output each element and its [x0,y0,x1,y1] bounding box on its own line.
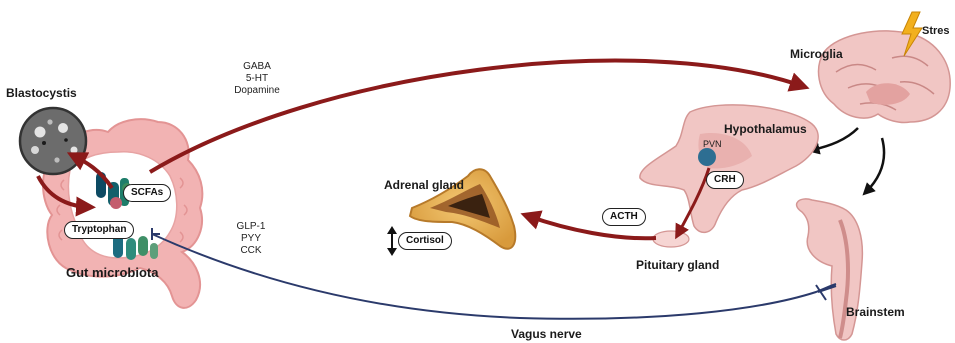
neurotransmitter-5ht: 5-HT [226,73,288,85]
acth-pill: ACTH [602,208,646,226]
microglia-to-brainstem-arrow [866,138,884,192]
vagus-nerve-label: Vagus nerve [511,328,582,340]
hormone-list: GLP-1 PYY CCK [227,221,275,257]
blastocystis-cell [20,108,86,174]
blastocystis-label: Blastocystis [6,87,77,99]
microglia-to-hypothalamus-arrow [812,128,858,150]
scfas-pill: SCFAs [123,184,171,202]
crh-pill: CRH [706,171,744,189]
hormone-glp1: GLP-1 [227,221,275,233]
brainstem-label: Brainstem [846,306,905,318]
up-down-arrow-icon [387,226,397,256]
neurotransmitter-list: GABA 5-HT Dopamine [226,61,288,97]
hormone-cck: CCK [227,245,275,257]
neurotransmitter-dopamine: Dopamine [226,85,288,97]
neurotransmitter-gaba: GABA [226,61,288,73]
stress-label: Stres [922,26,950,37]
pituitary-gland-label: Pituitary gland [636,259,719,271]
tryptophan-pill: Tryptophan [64,221,134,239]
cortisol-pill: Cortisol [398,232,452,250]
microglia-label: Microglia [790,48,843,60]
gut-microbiota-label: Gut microbiota [66,266,158,279]
hormone-pyy: PYY [227,233,275,245]
hypothalamus-label: Hypothalamus [724,123,807,135]
adrenal-gland-label: Adrenal gland [384,179,464,191]
pvn-label: PVN [703,140,722,149]
brain-illustration [819,31,951,123]
